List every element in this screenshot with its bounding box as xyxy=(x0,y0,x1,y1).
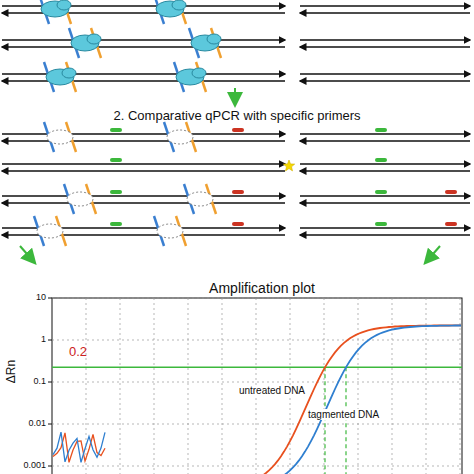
star-marker xyxy=(283,160,294,171)
axis-tick-label: 0.1 xyxy=(34,377,47,387)
transposase xyxy=(62,68,76,78)
grid-line xyxy=(222,298,223,474)
tick xyxy=(48,382,52,383)
grid-line xyxy=(460,298,461,474)
cut-site xyxy=(67,192,93,206)
primer xyxy=(232,128,244,132)
cut-site xyxy=(157,224,183,238)
dna-strand xyxy=(300,73,470,74)
amplification-curve xyxy=(200,326,461,474)
primer xyxy=(375,222,387,226)
primer xyxy=(375,190,387,194)
axis-tick-label: 1 xyxy=(41,335,46,345)
ct-marker xyxy=(324,367,325,474)
primer xyxy=(110,190,122,194)
noise-trace xyxy=(53,433,105,463)
dna-strand xyxy=(2,195,285,196)
tick xyxy=(48,424,52,425)
plot-frame xyxy=(52,298,462,474)
cut-site xyxy=(47,130,73,144)
cut-site xyxy=(187,192,213,206)
primer xyxy=(232,222,244,226)
transposase xyxy=(207,34,221,44)
dna-strand xyxy=(2,80,285,81)
grid-line xyxy=(154,298,155,474)
grid-line xyxy=(426,298,427,474)
dna-strand xyxy=(2,170,285,171)
dna-strand xyxy=(2,133,285,134)
grid-line xyxy=(52,466,462,467)
grid-line xyxy=(324,298,325,474)
curve-label: untreated DNA xyxy=(237,385,307,396)
tick xyxy=(48,298,52,299)
noise-trace xyxy=(53,432,105,462)
axis-tick-label: 0.01 xyxy=(29,419,47,429)
grid-line xyxy=(52,298,462,299)
cut-site xyxy=(37,224,63,238)
transposase xyxy=(57,0,71,10)
flow-arrow xyxy=(20,246,34,262)
primer xyxy=(110,128,122,132)
threshold-value: 0.2 xyxy=(69,345,87,359)
primer xyxy=(445,190,457,194)
dna-strand xyxy=(300,202,470,203)
threshold-line xyxy=(52,367,462,369)
dna-strand xyxy=(300,133,470,134)
grid-line xyxy=(52,382,462,383)
dna-strand xyxy=(2,46,285,47)
flow-arrow xyxy=(234,88,236,104)
flow-arrow xyxy=(426,246,440,262)
transposase xyxy=(87,34,101,44)
axis-title: ΔRn xyxy=(5,360,18,383)
primer xyxy=(375,158,387,162)
primer xyxy=(232,190,244,194)
primer xyxy=(445,222,457,226)
dna-strand xyxy=(2,202,285,203)
transposase xyxy=(172,0,186,10)
dna-strand xyxy=(300,46,470,47)
tick xyxy=(48,466,52,467)
cut-site xyxy=(167,130,193,144)
dna-strand xyxy=(300,5,470,6)
ct-marker xyxy=(345,367,346,474)
dna-strand xyxy=(300,140,470,141)
grid-line xyxy=(120,298,121,474)
grid-line xyxy=(188,298,189,474)
grid-line xyxy=(52,424,462,425)
grid-line xyxy=(358,298,359,474)
grid-line xyxy=(392,298,393,474)
grid-line xyxy=(52,340,462,341)
chart-title: Amplification plot xyxy=(209,281,315,296)
tick xyxy=(48,340,52,341)
dna-strand xyxy=(2,73,285,74)
primer xyxy=(375,128,387,132)
dna-strand xyxy=(2,140,285,141)
transposase xyxy=(192,68,206,78)
curves xyxy=(53,325,461,474)
dna-strand xyxy=(300,234,470,235)
step-title: 2. Comparative qPCR with specific primer… xyxy=(114,109,361,123)
dna-strand xyxy=(300,163,470,164)
dna-strand xyxy=(300,227,470,228)
dna-strand xyxy=(2,163,285,164)
dna-strand xyxy=(300,12,470,13)
dna-strand xyxy=(300,39,470,40)
amplification-curve xyxy=(200,325,461,474)
axis-tick-label: 0.001 xyxy=(24,461,47,471)
dna-strand xyxy=(2,39,285,40)
primer xyxy=(110,222,122,226)
dna-strand xyxy=(300,170,470,171)
primer xyxy=(110,158,122,162)
axis-tick-label: 10 xyxy=(36,293,46,303)
curve-label: tagmented DNA xyxy=(306,409,381,420)
dna-strand xyxy=(300,195,470,196)
dna-strand xyxy=(300,80,470,81)
